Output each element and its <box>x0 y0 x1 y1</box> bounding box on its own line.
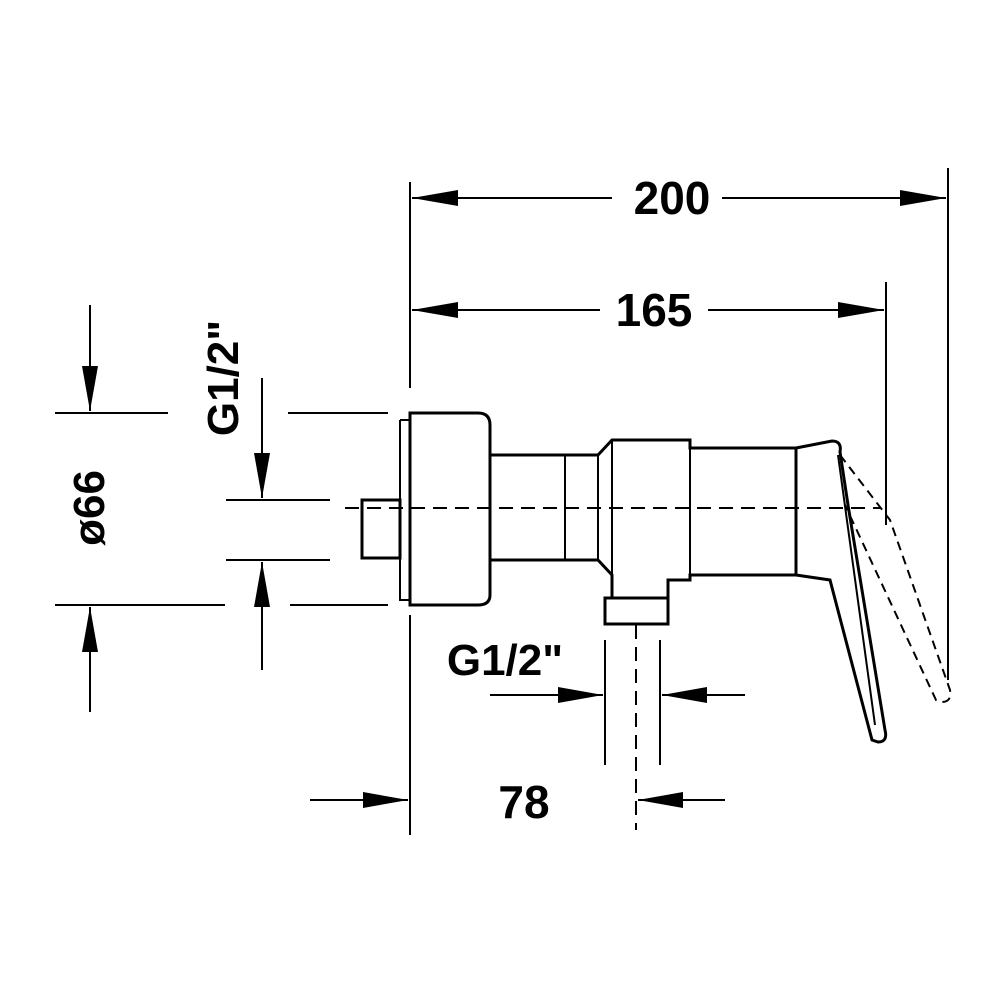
dim-body-length: 165 <box>412 282 887 525</box>
inlet-stub <box>360 498 402 560</box>
dim-outlet-thread: G1/2" <box>447 636 745 765</box>
outlet-nipple <box>603 596 670 626</box>
connector-body <box>490 438 798 600</box>
dim-inlet-thread: G1/2" <box>199 320 330 670</box>
outlet-thread-label: G1/2" <box>447 636 563 685</box>
dim-78-label: 78 <box>498 776 549 828</box>
dim-overall-length: 200 <box>409 168 949 680</box>
dim-66-label: ø66 <box>65 470 114 546</box>
lever-handle <box>795 439 888 744</box>
dim-165-label: 165 <box>616 284 693 336</box>
wall-rosette <box>408 411 492 607</box>
inlet-thread-label: G1/2" <box>199 320 248 436</box>
dim-diameter: ø66 <box>55 305 388 712</box>
lever-alt-position <box>839 454 952 704</box>
lever-inner-line <box>837 454 876 726</box>
rosette-rim <box>399 419 410 601</box>
dim-outlet-offset: 78 <box>310 615 725 835</box>
dim-200-label: 200 <box>634 172 711 224</box>
valve-outline <box>345 411 952 830</box>
